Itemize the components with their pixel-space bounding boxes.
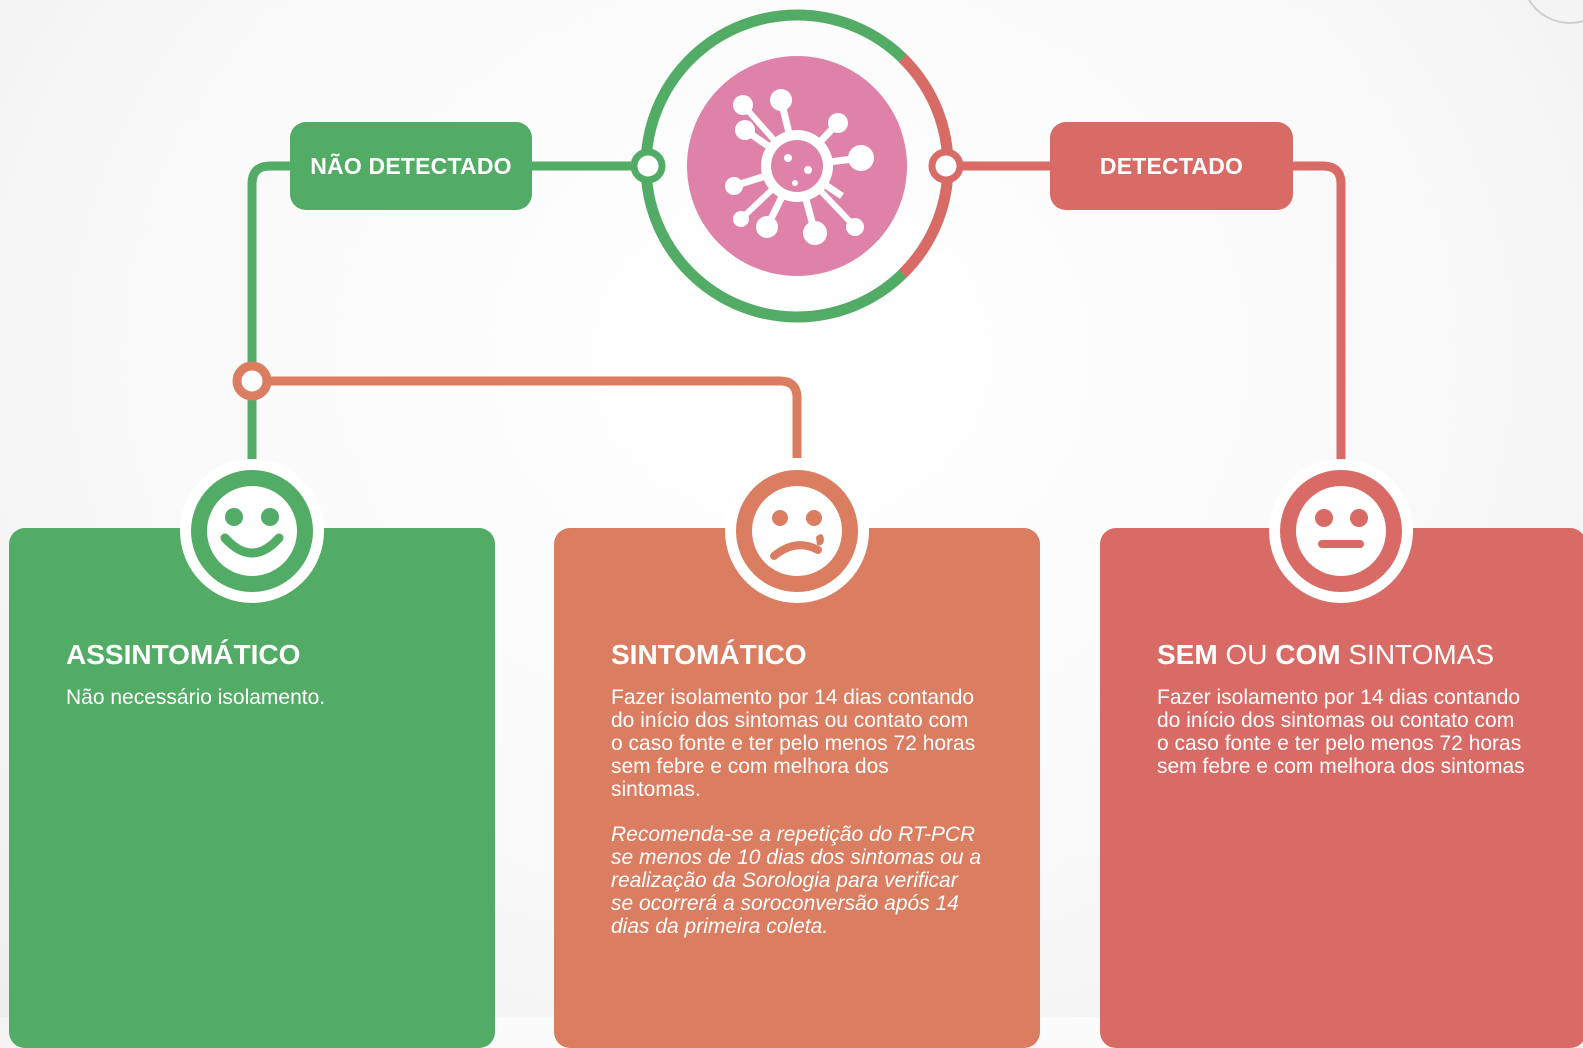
connector-branch-to-sintomatico	[252, 376, 802, 458]
card-title-sem-com: SEM OU COM SINTOMAS	[1157, 639, 1495, 670]
card-sintomatico: SINTOMÁTICO Fazer isolamento por 14 dias…	[554, 528, 1040, 1048]
node-left	[630, 148, 666, 184]
label-nao-detectado: NÃO DETECTADO	[290, 122, 532, 210]
card-sem-com-sintomas: SEM OU COM SINTOMAS Fazer isolamento por…	[1100, 528, 1583, 1048]
card-note-sintomatico: Recomenda-se a repetição do RT-PCR se me…	[611, 823, 982, 938]
label-detectado: DETECTADO	[1050, 122, 1293, 210]
card-title-assintomatico: ASSINTOMÁTICO	[66, 639, 301, 670]
node-right	[928, 148, 964, 184]
card-assintomatico: ASSINTOMÁTICO Não necessário isolamento.	[9, 528, 495, 1048]
card-text-sem-com: Fazer isolamento por 14 dias contando do…	[1157, 686, 1525, 778]
corner-decoration	[1527, 0, 1583, 24]
connector-detectado-to-sem-com	[1293, 161, 1346, 462]
neutral-face-icon	[1269, 459, 1413, 603]
card-text-assintomatico: Não necessário isolamento.	[66, 686, 326, 709]
node-branch	[232, 361, 272, 401]
sad-face-icon	[725, 459, 869, 603]
card-text-sintomatico: Fazer isolamento por 14 dias contando do…	[611, 686, 976, 801]
happy-face-icon	[180, 459, 324, 603]
connector-nao-to-assintomatico	[247, 161, 290, 462]
virus-icon	[725, 89, 874, 245]
flow-diagram	[232, 0, 1583, 462]
card-title-sintomatico: SINTOMÁTICO	[611, 639, 807, 670]
